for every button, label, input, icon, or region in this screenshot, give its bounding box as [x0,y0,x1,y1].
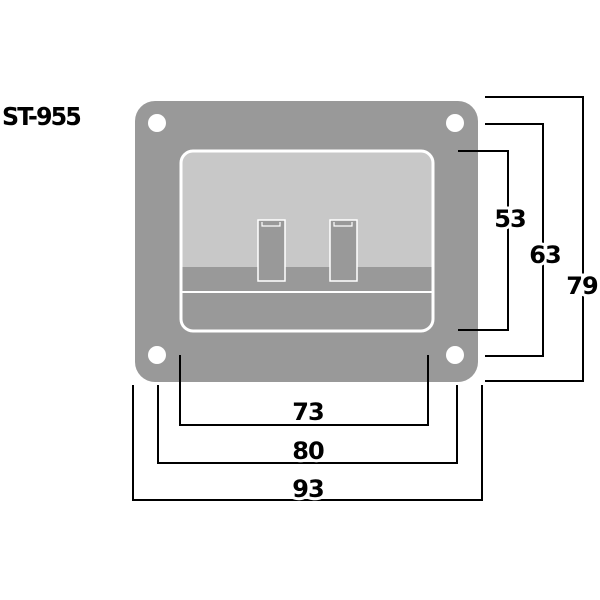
mounting-hole-bottom-left [148,346,166,364]
dim-line-hole-spacing-horizontal [157,385,458,464]
label-hole-spacing-vertical: 63 [529,241,560,269]
label-overall-width: 93 [292,475,323,503]
label-hole-spacing-horizontal: 80 [292,437,324,465]
dim-line-inner-width [179,355,429,426]
label-inner-height: 53 [494,205,525,233]
model-title: ST-955 [2,102,82,131]
dim-line-overall-width [132,385,483,501]
mounting-hole-top-left [148,114,166,132]
terminal-left [257,219,286,282]
label-inner-width: 73 [292,398,323,426]
recessed-window [179,149,435,333]
label-overall-height: 79 [566,272,598,300]
mounting-hole-bottom-right [446,346,464,364]
dim-line-inner-height [458,150,509,331]
dim-line-overall-height [485,96,584,382]
mounting-hole-top-right [446,114,464,132]
terminal-right [329,219,358,282]
dim-line-hole-spacing-vertical [485,123,544,357]
